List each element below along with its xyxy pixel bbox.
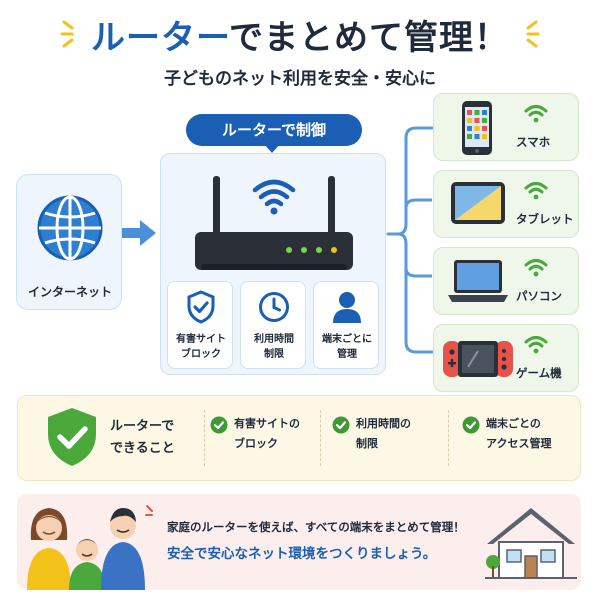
game-console-icon (443, 341, 513, 377)
shield-check-icon (48, 408, 96, 466)
feature-card-block: 有害サイト ブロック (167, 281, 233, 369)
feature-label: 端末ごとに 管理 (322, 334, 372, 360)
check-circle-icon (332, 416, 350, 434)
badge-pointer (264, 144, 280, 153)
device-label: パソコン (516, 289, 562, 303)
router-panel: 有害サイト ブロック 利用時間 制限 端末ごとに 管理 (160, 153, 386, 375)
globe-icon (37, 195, 103, 261)
user-icon (333, 292, 361, 323)
wifi-icon (524, 105, 548, 123)
device-card-game-console: ゲーム機 (433, 324, 579, 392)
capabilities-strip: ルーターで できること 有害サイトの ブロック 利用時間の 制限 端末ごとの ア… (17, 395, 581, 481)
clock-icon (259, 292, 289, 322)
shield-check-icon (187, 290, 215, 324)
internet-label: インターネット (27, 285, 112, 299)
feature-label: 利用時間 制限 (254, 334, 294, 360)
wifi-icon (524, 336, 548, 354)
tablet-icon (451, 182, 505, 224)
capabilities-title: ルーターで できること (110, 419, 175, 456)
wifi-icon (524, 259, 548, 277)
router-icon (195, 176, 353, 270)
subtitle: 子どものネット利用を安全・安心に (164, 69, 436, 89)
banner-highlight: 安全で安心なネット環境をつくりましょう。 (167, 546, 437, 562)
spark-right-icon (526, 20, 540, 48)
device-connector-lines (386, 126, 434, 354)
device-card-tablet: タブレット (433, 170, 579, 238)
device-label: タブレット (516, 212, 574, 226)
capability-item: 利用時間の 制限 (356, 417, 411, 450)
feature-card-time: 利用時間 制限 (240, 281, 306, 369)
title-highlight: ルーター (91, 18, 229, 58)
internet-card: インターネット (16, 174, 122, 310)
check-circle-icon (210, 416, 228, 434)
divider (320, 410, 321, 466)
feature-card-device: 端末ごとに 管理 (313, 281, 379, 369)
divider (448, 410, 449, 466)
router-control-badge: ルーターで制御 (186, 114, 362, 146)
spark-left-icon (60, 20, 74, 48)
check-circle-icon (462, 416, 480, 434)
family-illustration-icon (27, 508, 145, 590)
family-banner: 家庭のルーターを使えば、すべての端末をまとめて管理！ 安全で安心なネット環境をつ… (17, 494, 581, 590)
page-title: ルーターでまとめて管理！ (0, 10, 600, 59)
device-label: スマホ (516, 135, 551, 149)
title-rest: でまとめて管理！ (228, 18, 509, 58)
smartphone-icon (462, 101, 492, 155)
device-card-laptop: パソコン (433, 247, 579, 315)
house-icon (485, 508, 577, 579)
device-label: ゲーム機 (516, 366, 562, 380)
laptop-icon (448, 260, 508, 302)
capability-item: 端末ごとの アクセス管理 (486, 417, 552, 450)
arrow-right-icon (122, 220, 156, 246)
wifi-icon (524, 182, 548, 200)
capability-item: 有害サイトの ブロック (234, 417, 300, 450)
device-card-smartphone: スマホ (433, 93, 579, 161)
divider (204, 410, 205, 466)
feature-label: 有害サイト ブロック (176, 334, 226, 360)
banner-text: 家庭のルーターを使えば、すべての端末をまとめて管理！ (167, 520, 465, 534)
spark-icon (145, 505, 153, 516)
